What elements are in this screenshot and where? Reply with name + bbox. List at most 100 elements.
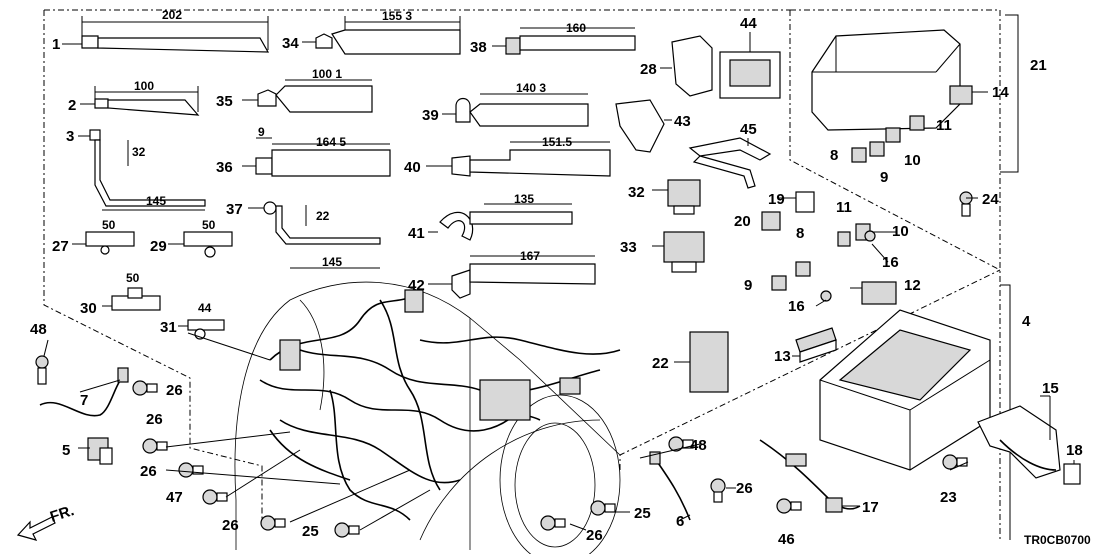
callout-26-f: 26 bbox=[586, 527, 603, 544]
callout-8-upper: 8 bbox=[830, 147, 838, 164]
callout-35: 35 bbox=[216, 93, 233, 110]
callout-18: 18 bbox=[1066, 442, 1083, 459]
callout-11-upper: 11 bbox=[936, 117, 952, 134]
part-25-bolt-a bbox=[334, 522, 360, 538]
part-48-bolt-center bbox=[668, 436, 694, 452]
part-22-connector bbox=[674, 331, 729, 393]
part-28-bracket bbox=[660, 35, 713, 97]
part-25-bolt-b bbox=[590, 500, 616, 516]
part-36-harness-strip bbox=[242, 137, 391, 177]
part-45-bracket bbox=[688, 137, 772, 189]
part-14-fuse-puller bbox=[949, 85, 988, 105]
callout-14: 14 bbox=[992, 84, 1009, 101]
dim-part30-50: 50 bbox=[126, 271, 140, 285]
callout-12: 12 bbox=[904, 277, 921, 294]
callout-17: 17 bbox=[862, 499, 879, 516]
callout-10-lower: 10 bbox=[892, 223, 909, 240]
part-33-relay bbox=[652, 231, 705, 273]
part-29-clip bbox=[168, 231, 233, 258]
callout-7: 7 bbox=[80, 392, 88, 409]
dim-part38-160: 160 bbox=[566, 21, 586, 35]
part-26-bolt-d bbox=[260, 515, 286, 531]
part-40-harness-strip bbox=[426, 141, 611, 177]
callout-26-e: 26 bbox=[736, 480, 753, 497]
callout-30: 30 bbox=[80, 300, 97, 317]
callout-15: 15 bbox=[1042, 380, 1059, 397]
part-13-fuse-strip bbox=[795, 327, 837, 363]
part-7-sensor-wire bbox=[39, 367, 129, 417]
part-4-relay-box bbox=[819, 309, 991, 471]
callout-10-upper: 10 bbox=[904, 152, 921, 169]
callout-3: 3 bbox=[66, 128, 74, 145]
part-42-harness-strip bbox=[428, 255, 596, 299]
part-38-harness-strip bbox=[492, 27, 636, 55]
callout-32: 32 bbox=[628, 184, 645, 201]
part-5-connector bbox=[87, 437, 113, 465]
fuse-box-group-frame bbox=[790, 9, 1001, 540]
main-wire-harness bbox=[259, 289, 621, 521]
part-44-connector-block bbox=[719, 32, 781, 99]
part-37-bracket bbox=[248, 201, 381, 269]
part-48-bolt-left bbox=[35, 355, 49, 385]
part-34-harness-strip bbox=[302, 16, 461, 55]
part-26-bolt-c bbox=[178, 462, 204, 478]
dim-part37-22: 22 bbox=[316, 209, 330, 223]
callout-26-c: 26 bbox=[140, 463, 157, 480]
part-31-clip bbox=[178, 319, 225, 340]
callout-27: 27 bbox=[52, 238, 69, 255]
part-15-harness-bracket bbox=[977, 405, 1061, 479]
dimension-labels: 202 100 32 145 50 50 50 44 155 3 100 1 9… bbox=[102, 8, 586, 315]
callout-20: 20 bbox=[734, 213, 751, 230]
callout-2: 2 bbox=[68, 97, 76, 114]
part-3-bracket-clip bbox=[78, 129, 206, 211]
part-2-harness-strip bbox=[80, 86, 200, 116]
callout-25-left: 25 bbox=[302, 523, 319, 540]
callout-38: 38 bbox=[470, 39, 487, 56]
callout-labels: 1 2 3 4 5 6 7 8 9 10 11 12 13 14 15 16 1… bbox=[30, 15, 1083, 548]
dim-part39-1403: 140 3 bbox=[516, 81, 546, 95]
callout-37: 37 bbox=[226, 201, 243, 218]
callout-9-upper: 9 bbox=[880, 169, 888, 186]
callout-29: 29 bbox=[150, 238, 167, 255]
callout-48-left: 48 bbox=[30, 321, 47, 338]
dim-part36-1645: 164 5 bbox=[316, 135, 346, 149]
part-21-fuse-box-cover bbox=[811, 29, 961, 131]
dim-part40-1515: 151.5 bbox=[542, 135, 572, 149]
callout-44: 44 bbox=[740, 15, 757, 32]
callout-9-lower: 9 bbox=[744, 277, 752, 294]
dim-part41-135: 135 bbox=[514, 192, 534, 206]
part-46-bolt bbox=[776, 498, 802, 514]
callout-34: 34 bbox=[282, 35, 299, 52]
callout-16-lower: 16 bbox=[788, 298, 805, 315]
part-41-clamp bbox=[428, 203, 573, 241]
fuse-cluster-4 bbox=[771, 223, 897, 305]
relay-box-group-frame bbox=[789, 10, 1001, 271]
callout-46: 46 bbox=[778, 531, 795, 548]
dim-part31-44: 44 bbox=[198, 301, 212, 315]
figure-code: TR0CB0700 bbox=[1024, 533, 1091, 547]
part-32-relay bbox=[652, 179, 701, 215]
callout-1: 1 bbox=[52, 36, 60, 53]
callout-36: 36 bbox=[216, 159, 233, 176]
dim-part36-9: 9 bbox=[258, 125, 265, 139]
dim-part3-145: 145 bbox=[146, 194, 166, 208]
part-27-clip bbox=[72, 231, 135, 255]
group-21-bracket bbox=[1000, 14, 1019, 173]
front-direction-label: FR. bbox=[48, 502, 76, 526]
fuse-cluster-21 bbox=[851, 115, 925, 163]
dim-part37-145: 145 bbox=[322, 255, 342, 269]
part-39-harness-strip bbox=[442, 93, 589, 127]
callout-23: 23 bbox=[940, 489, 957, 506]
callout-26-b: 26 bbox=[146, 411, 163, 428]
callout-6: 6 bbox=[676, 513, 684, 530]
dim-part2-100: 100 bbox=[134, 79, 154, 93]
callout-8-lower: 8 bbox=[796, 225, 804, 242]
part-20-relay bbox=[761, 211, 781, 231]
dim-part27-50: 50 bbox=[102, 218, 116, 232]
front-direction-arrow bbox=[16, 516, 56, 541]
callout-43: 43 bbox=[674, 113, 691, 130]
dim-part3-32: 32 bbox=[132, 145, 146, 159]
callout-16-upper: 16 bbox=[882, 254, 899, 271]
callout-11-lower: 11 bbox=[836, 199, 852, 216]
